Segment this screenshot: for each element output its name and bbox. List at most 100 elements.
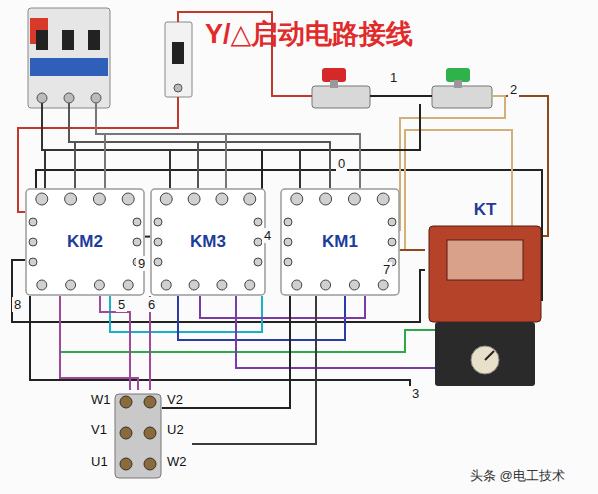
wire-number: 6 bbox=[146, 297, 157, 312]
contactor-box: KM2 bbox=[25, 188, 145, 296]
wire-connector bbox=[192, 296, 316, 444]
km-detail bbox=[378, 280, 388, 290]
motor-wires-part bbox=[236, 296, 445, 384]
term-detail bbox=[120, 458, 132, 470]
km-detail bbox=[65, 193, 77, 205]
motor-wires-part bbox=[110, 296, 262, 332]
wire-connector bbox=[145, 236, 150, 238]
km-detail bbox=[244, 193, 256, 205]
terminal-label: U2 bbox=[166, 422, 185, 437]
motor-wires-part bbox=[100, 296, 130, 390]
three-pole-breaker-part bbox=[30, 58, 108, 76]
km-detail bbox=[29, 218, 37, 226]
power-wires-part bbox=[225, 134, 227, 188]
km-detail bbox=[189, 280, 199, 290]
control-wires-part bbox=[370, 95, 432, 97]
term-detail bbox=[120, 396, 132, 408]
device-label: KM1 bbox=[280, 232, 400, 252]
km-detail bbox=[281, 189, 399, 295]
km-detail bbox=[154, 218, 162, 226]
power-wires-part bbox=[42, 103, 300, 188]
motor-wires-part bbox=[30, 296, 410, 386]
stop-button-part bbox=[322, 68, 346, 82]
contactor-box: KM3 bbox=[150, 188, 266, 296]
device-label: KM2 bbox=[25, 232, 145, 252]
km-detail bbox=[161, 280, 171, 290]
km-detail bbox=[254, 238, 262, 246]
term-detail bbox=[144, 427, 156, 439]
km-detail bbox=[36, 193, 48, 205]
km-detail bbox=[349, 280, 359, 290]
km-detail bbox=[133, 238, 141, 246]
kt-detail bbox=[485, 351, 494, 360]
power-wires-part bbox=[169, 150, 171, 188]
diagram-title: Y/△启动电路接线 bbox=[205, 16, 413, 52]
km-detail bbox=[188, 193, 200, 205]
terminal-label: W1 bbox=[90, 392, 112, 407]
km-detail bbox=[388, 238, 396, 246]
control-breaker-part bbox=[174, 84, 182, 92]
wire-number: 2 bbox=[508, 82, 519, 97]
terminal-label: W2 bbox=[166, 454, 188, 469]
three-pole-breaker-part bbox=[28, 8, 110, 108]
term-detail bbox=[120, 427, 132, 439]
km-detail bbox=[123, 280, 133, 290]
wire-number: 9 bbox=[136, 256, 147, 271]
power-wires-part bbox=[96, 103, 360, 188]
three-pole-breaker-part bbox=[62, 30, 74, 50]
power-wires-part bbox=[44, 150, 46, 188]
stop-button bbox=[312, 68, 370, 108]
km-detail bbox=[217, 280, 227, 290]
wire-number: 0 bbox=[336, 156, 347, 171]
start-button-part bbox=[432, 86, 492, 108]
km-detail bbox=[254, 258, 262, 266]
motor-wires-part bbox=[60, 296, 438, 352]
km-detail bbox=[377, 193, 389, 205]
power-wires-part bbox=[74, 142, 76, 188]
three-pole-breaker-part bbox=[36, 30, 48, 50]
motor-wires-part bbox=[200, 296, 365, 318]
km-detail bbox=[321, 280, 331, 290]
wire-number: 1 bbox=[388, 70, 399, 85]
km-detail bbox=[291, 193, 303, 205]
km-detail bbox=[292, 280, 302, 290]
wire-number: 3 bbox=[410, 386, 421, 401]
terminal-label: V1 bbox=[90, 422, 108, 437]
km-detail bbox=[388, 218, 396, 226]
power-wires-part bbox=[104, 134, 106, 188]
km-detail bbox=[154, 238, 162, 246]
terminal-label: V2 bbox=[166, 392, 184, 407]
power-wires-part bbox=[69, 103, 330, 188]
start-button bbox=[432, 68, 492, 108]
km-detail bbox=[29, 238, 37, 246]
three-pole-breaker-part bbox=[91, 93, 101, 103]
km-detail bbox=[254, 218, 262, 226]
control-wires bbox=[12, 12, 548, 360]
km-detail bbox=[245, 280, 255, 290]
control-breaker-part bbox=[165, 22, 192, 97]
motor-terminal-block: W1V2V1U2U1W2 bbox=[88, 390, 192, 482]
km-detail bbox=[133, 218, 141, 226]
km-detail bbox=[216, 193, 228, 205]
kt-detail bbox=[435, 322, 535, 386]
time-relay: KT bbox=[425, 200, 545, 390]
kt-outline bbox=[425, 200, 545, 390]
km-detail bbox=[151, 189, 265, 295]
watermark: 头条 @电工技术 bbox=[468, 468, 567, 483]
km-detail bbox=[66, 280, 76, 290]
km-detail bbox=[320, 193, 332, 205]
term-detail bbox=[144, 396, 156, 408]
wire-connector bbox=[400, 249, 425, 251]
start-button-part bbox=[446, 68, 470, 82]
stop-button-part bbox=[330, 80, 338, 88]
kt-detail bbox=[429, 226, 541, 322]
km-detail bbox=[348, 193, 360, 205]
km-detail bbox=[284, 258, 292, 266]
km-detail bbox=[94, 280, 104, 290]
motor-wires-part bbox=[162, 296, 290, 408]
start-button-part bbox=[454, 80, 462, 88]
three-pole-breaker bbox=[28, 8, 110, 108]
control-breaker bbox=[165, 22, 192, 97]
km-detail bbox=[26, 189, 144, 295]
km-detail bbox=[160, 193, 172, 205]
